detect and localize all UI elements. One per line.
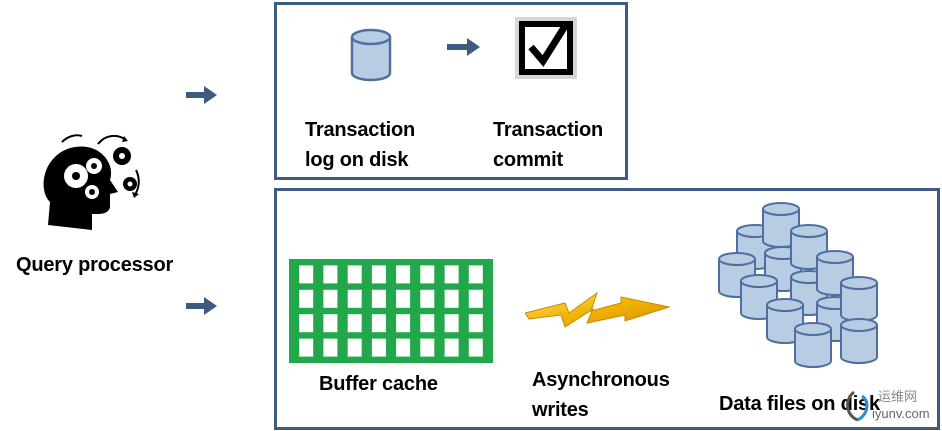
query-processor: Query processor	[8, 130, 198, 280]
async-label-line2: writes	[532, 399, 589, 421]
buffer-cell	[468, 314, 483, 333]
buffer-cell	[323, 314, 338, 333]
data-files-cylinders	[718, 202, 878, 368]
commit-label-line2: commit	[493, 149, 563, 171]
data-panel: Buffer cache Asynchronous writes Data fi…	[274, 188, 940, 430]
buffer-cell	[396, 314, 411, 333]
buffer-cell	[299, 289, 314, 308]
buffer-cell	[323, 289, 338, 308]
buffer-cell	[323, 265, 338, 284]
buffer-cell	[396, 338, 411, 357]
database-cylinder-icon	[840, 276, 878, 322]
buffer-cell	[468, 338, 483, 357]
buffer-cell	[396, 289, 411, 308]
buffer-cell	[371, 338, 386, 357]
buffer-cell	[420, 289, 435, 308]
buffer-cell	[444, 265, 459, 284]
buffer-cell	[468, 289, 483, 308]
buffer-cell	[420, 265, 435, 284]
arrow-right-icon	[186, 86, 217, 104]
buffer-cell	[420, 314, 435, 333]
lightning-bolt-icon	[525, 291, 671, 328]
log-panel: Transaction log on disk Transaction comm…	[274, 2, 628, 180]
datafiles-label: Data files on disk	[719, 393, 880, 415]
buffer-cell	[347, 314, 362, 333]
watermark-line1: 运维网	[878, 389, 918, 404]
buffer-cell	[371, 314, 386, 333]
buffer-cell	[347, 265, 362, 284]
buffer-cell	[299, 314, 314, 333]
buffer-cell	[396, 265, 411, 284]
buffer-cell	[371, 265, 386, 284]
buffer-cell	[420, 338, 435, 357]
buffer-cell	[468, 265, 483, 284]
log-label-line1: Transaction	[305, 119, 416, 141]
arrow-right-icon	[186, 297, 217, 315]
buffer-cell	[299, 265, 314, 284]
async-label-line1: Asynchronous	[532, 369, 670, 391]
arrow-right-icon	[447, 38, 480, 56]
buffer-cache-grid	[289, 259, 493, 363]
database-cylinder-icon	[350, 28, 392, 82]
database-cylinder-icon	[840, 318, 878, 364]
watermark-logo-icon	[846, 390, 869, 422]
checkbox-checked-icon	[515, 17, 577, 79]
head-gears-icon	[43, 134, 140, 230]
buffer-cell	[444, 338, 459, 357]
query-processor-label: Query processor	[16, 254, 174, 276]
database-cylinder-icon	[790, 224, 828, 270]
database-cylinder-icon	[794, 322, 832, 368]
buffer-cell	[371, 289, 386, 308]
buffer-cell	[347, 338, 362, 357]
buffer-cell	[347, 289, 362, 308]
watermark: 运维网 iyunv.com	[842, 384, 940, 428]
buffer-cell	[323, 338, 338, 357]
buffer-cell	[444, 289, 459, 308]
watermark-line2: iyunv.com	[872, 406, 930, 421]
commit-label-line1: Transaction	[493, 119, 604, 141]
buffer-cache-label: Buffer cache	[319, 373, 438, 395]
log-label-line2: log on disk	[305, 149, 409, 171]
buffer-cell	[444, 314, 459, 333]
buffer-cell	[299, 338, 314, 357]
